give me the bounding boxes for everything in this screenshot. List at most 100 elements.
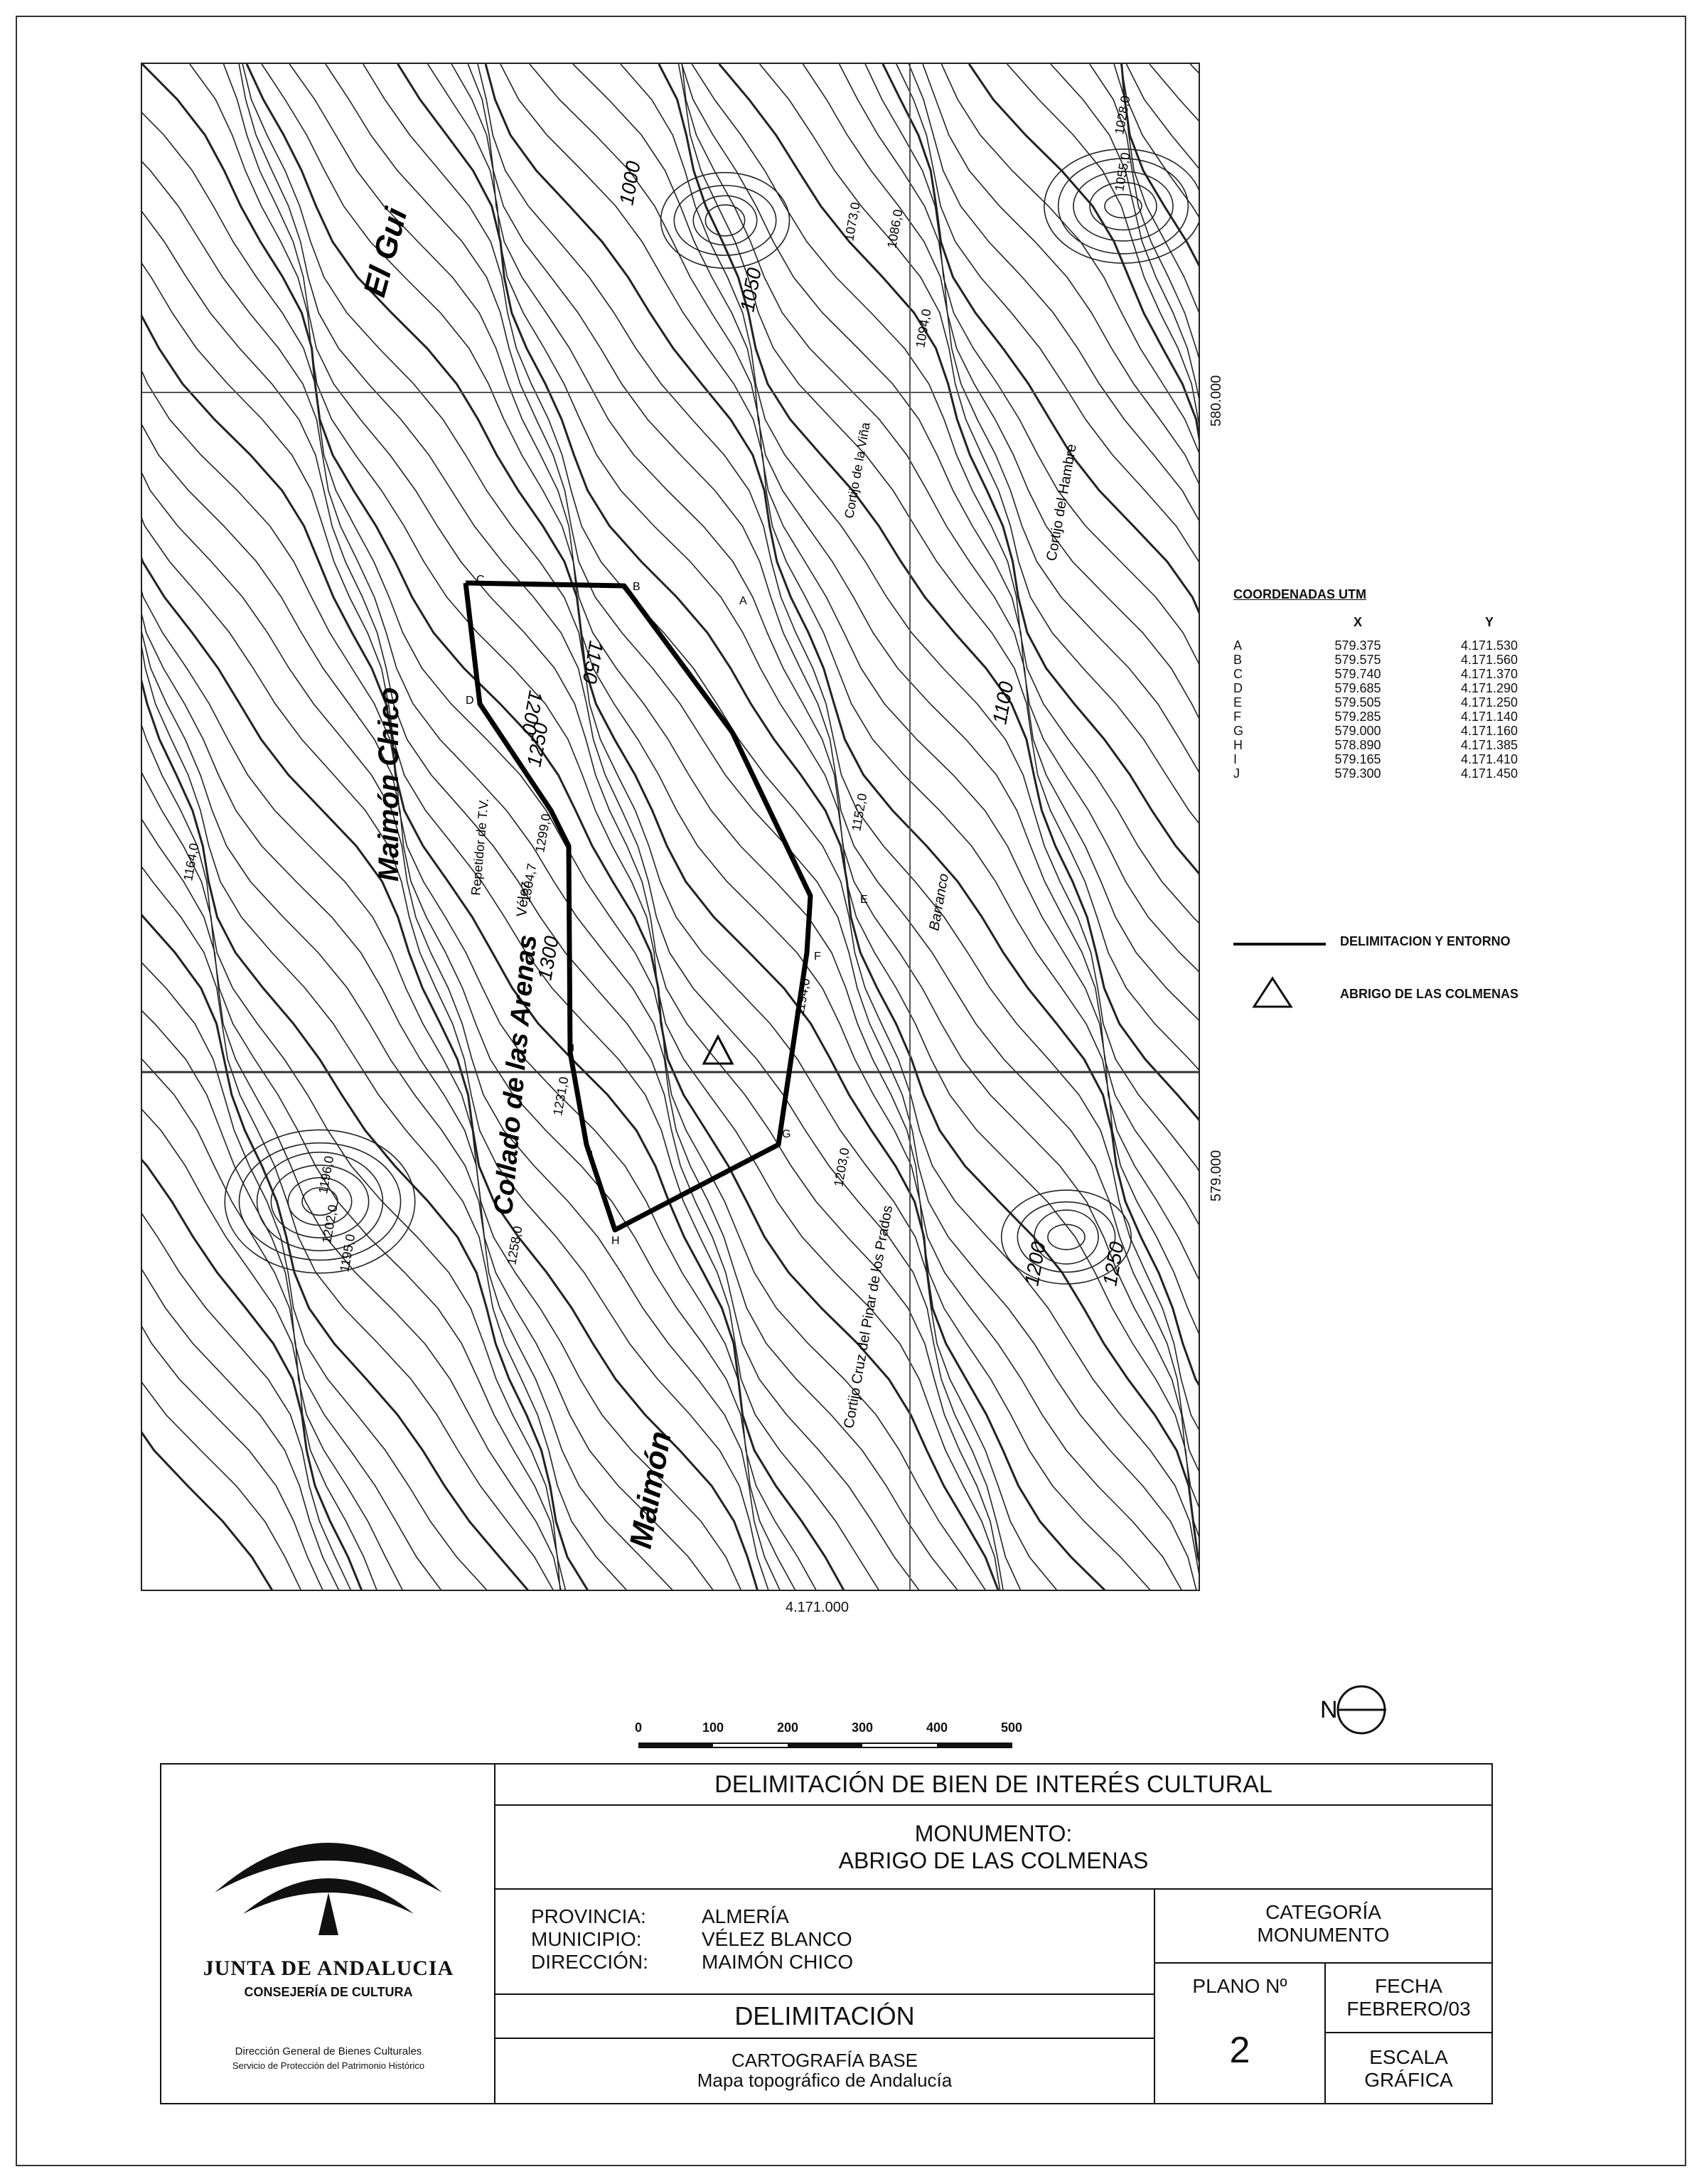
plano-label: PLANO Nº (1192, 1975, 1287, 1997)
contour-hill (224, 1129, 416, 1274)
contour-line (142, 518, 769, 1590)
coordinate-x: 579.505 (1334, 695, 1381, 710)
scale-tick-label: 200 (776, 1720, 799, 1735)
contour-hill (660, 171, 791, 269)
direccion-label: DIRECCIÓN: (531, 1951, 648, 1973)
categoria-label: CATEGORÍA (1265, 1901, 1381, 1923)
contour-line (677, 64, 1199, 1071)
contour-line (142, 1158, 363, 1590)
spot-height: 1258,0 (504, 1225, 525, 1266)
contour-line (142, 962, 488, 1590)
vertex-label: F (814, 951, 821, 963)
contour-line (142, 1108, 377, 1590)
cartografia-label: CARTOGRAFÍA BASE (731, 2050, 918, 2071)
junta-andalucia-logo-icon (215, 1843, 442, 1935)
contour-line (142, 631, 673, 1590)
cartografia-value: Mapa topográfico de Andalucía (697, 2070, 953, 2091)
contour-line (242, 64, 1058, 1590)
coordinate-x: 579.000 (1334, 724, 1381, 738)
coordinate-y: 4.171.140 (1460, 710, 1518, 724)
easting-label-579000: 579.000 (1209, 1150, 1224, 1201)
spot-height: 1304,7 (518, 862, 539, 904)
coordinate-y: 4.171.560 (1460, 653, 1518, 667)
contour-line (325, 64, 1197, 1590)
contour-hill (1104, 193, 1142, 219)
coordinate-y: 4.171.370 (1460, 667, 1518, 681)
contour-hill (1089, 181, 1157, 231)
coordinate-x: 579.300 (1334, 766, 1381, 781)
contour-hill (1057, 158, 1189, 255)
contour-hill (270, 1165, 370, 1238)
contour-line (142, 472, 781, 1590)
contour-hill (1017, 1201, 1116, 1273)
coordinate-p: C (1233, 667, 1243, 681)
contour-hill (256, 1151, 384, 1252)
coordinate-p: B (1233, 653, 1243, 667)
contour-line (802, 64, 1199, 773)
contour-line (451, 64, 1199, 1508)
spot-height: 1073,0 (842, 201, 862, 242)
north-arrow-icon: N (1320, 1685, 1386, 1735)
contour-line (477, 64, 1199, 1430)
contour-line (142, 112, 986, 1590)
delimitacion-cell: DELIMITACIÓN (494, 1993, 1155, 2039)
logo-department: CONSEJERÍA DE CULTURA (244, 1985, 413, 1999)
escala-line-1: ESCALA (1369, 2046, 1448, 2068)
contour-line (1149, 64, 1199, 122)
coordinate-p: G (1233, 724, 1244, 738)
contour-line (142, 262, 879, 1590)
contour-hill (1073, 171, 1174, 242)
contour-hill (673, 185, 777, 256)
place-maimon-chico: Maimón Chico (373, 687, 404, 882)
contour-line (484, 64, 1199, 1386)
north-letter: N (1320, 1696, 1338, 1723)
title-block: JUNTA DE ANDALUCIA CONSEJERÍA DE CULTURA… (160, 1763, 1493, 2104)
contour-line (896, 64, 1199, 563)
contour-label: 1100 (988, 680, 1017, 726)
contour-label: 1000 (615, 159, 644, 207)
contour-line (142, 1213, 352, 1590)
contour-label: 1050 (736, 266, 765, 314)
logo-name: JUNTA DE ANDALUCIA (203, 1956, 454, 1980)
vertex-label: B (633, 581, 641, 593)
dg-line-1: Dirección General de Bienes Culturales (235, 2045, 422, 2057)
northing-label: 4.171.000 (786, 1600, 849, 1615)
page-frame (16, 16, 1686, 2166)
contour-line (142, 914, 529, 1590)
contour-label: 1200 (1020, 1240, 1049, 1288)
escala-line-2: GRÁFICA (1364, 2069, 1453, 2091)
contour-line (529, 64, 1199, 1280)
contour-line (142, 557, 759, 1590)
scale-tick-label: 400 (926, 1720, 948, 1735)
contour-line (142, 818, 562, 1590)
vertex-label: H (611, 1235, 620, 1247)
plano-cell: PLANO Nº 2 (1154, 1962, 1326, 2104)
contour-line (658, 64, 1199, 1121)
legend-boundary-label: DELIMITACION Y ENTORNO (1340, 934, 1511, 948)
coordinate-y: 4.171.410 (1460, 752, 1518, 766)
contour-hill (704, 204, 746, 237)
coordinate-p: F (1233, 710, 1241, 724)
contour-line (968, 64, 1199, 441)
place-maimon: Maimón (623, 1429, 678, 1551)
direccion-value: MAIMÓN CHICO (702, 1951, 854, 1973)
municipio-label: MUNICIPIO: (531, 1928, 642, 1950)
contour-line (189, 64, 1001, 1590)
col-x-header: X (1353, 615, 1362, 629)
contour-hill (301, 1187, 338, 1216)
contour-line (142, 1325, 323, 1590)
location-cell: PROVINCIA: ALMERÍA MUNICIPIO: VÉLEZ BLAN… (494, 1888, 1155, 1995)
contour-line (363, 64, 1199, 1575)
contour-line (142, 161, 958, 1590)
coordinate-y: 4.171.290 (1460, 681, 1518, 695)
contour-line (142, 771, 561, 1590)
vertex-label: A (739, 595, 747, 607)
coordinate-x: 578.890 (1334, 738, 1381, 752)
contour-line (882, 64, 1199, 614)
contour-line (238, 64, 1022, 1590)
contour-line (142, 614, 714, 1590)
coordinate-p: A (1233, 638, 1243, 653)
contour-line (941, 64, 1199, 454)
